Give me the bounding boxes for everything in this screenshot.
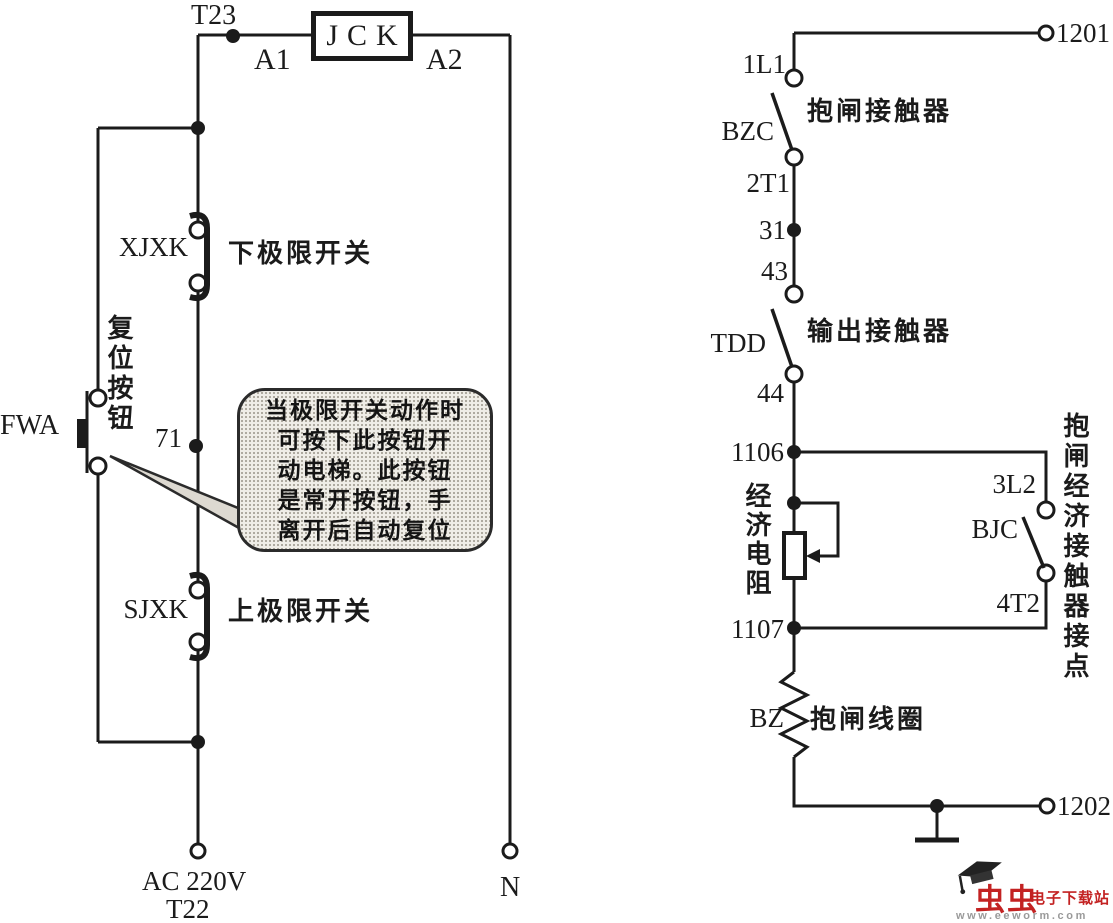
note-line: 动电梯。此按钮 [277,457,453,483]
coil-terminal-a2: A2 [426,43,463,76]
wire-label-44: 44 [757,378,784,408]
sjxk-switch-symbol [188,572,210,661]
wire-label-71: 71 [155,423,182,453]
coil-label-bz: BZ [749,703,784,733]
wire-label-1107: 1107 [731,614,784,644]
bz-coil-symbol [777,670,811,759]
tdd-contact-symbol [770,284,804,384]
watermark-brand: 虫虫 [975,884,1039,917]
brake-coil-label: 抱闸线圈 [810,704,927,734]
switch-label-sjxk: SJXK [123,594,188,624]
jck-label: JCK [326,19,407,52]
note-line: 是常开按钮，手 [277,487,453,513]
brake-contactor-label: 抱闸接触器 [807,96,953,126]
switch-label-xjxk: XJXK [118,232,188,262]
terminal-label-3l2: 3L2 [992,469,1037,499]
terminal-label-2t1: 2T1 [746,168,791,198]
wire-label-31: 31 [759,215,786,245]
output-contactor-label: 输出接触器 [807,316,953,346]
terminal-label-1l1: 1L1 [742,49,787,79]
bjc-contact-symbol [1021,500,1056,583]
right-circuit-wires [792,31,1048,843]
lower-limit-switch-label: 下极限开关 [228,238,374,268]
watermark-url: www.eeworm.com [956,910,1088,922]
wire-label-1202: 1202 [1057,791,1111,821]
supply-terminals [189,842,519,860]
note-line: 离开后自动复位 [277,517,453,543]
coil-terminal-a1: A1 [254,43,291,76]
wire-label-1106: 1106 [731,437,784,467]
button-label-fwa: FWA [0,410,60,441]
wire-label-1201: 1201 [1056,18,1110,48]
upper-limit-switch-label: 上极限开关 [228,596,374,626]
reset-button-label: 复位按钮 [104,314,134,434]
note-bubble-tail [109,454,250,536]
graduation-cap-icon [957,861,1002,895]
wire-label-t23: T23 [191,0,237,31]
contact-label-bzc: BZC [721,116,774,146]
note-line: 当极限开关动作时 [265,397,465,423]
junction-dots-left [189,29,240,749]
junction-dots-right [787,223,944,813]
contact-label-bjc: BJC [971,514,1018,544]
economy-resistor-symbol [782,531,820,580]
wire-label-t22: T22 [166,894,210,923]
line-terminals-right [1037,24,1056,815]
neutral-label: N [500,872,521,903]
eeworm-watermark: 虫虫 电子下载站 www.eeworm.com [948,854,1113,923]
xjxk-switch-symbol [188,212,210,301]
note-line: 可按下此按钮开 [277,427,453,453]
supply-label-ac220v: AC 220V [142,866,247,896]
watermark-site: 电子下载站 [1030,890,1111,907]
contact-label-tdd: TDD [710,328,767,358]
note-bubble: 当极限开关动作时 可按下此按钮开 动电梯。此按钮 是常开按钮，手 离开后自动复位 [237,388,493,552]
economy-resistor-label: 经济电阻 [742,482,772,598]
brake-economy-contact-note: 抱闸经济接触器接点 [1060,412,1090,682]
terminal-label-4t2: 4T2 [996,588,1041,618]
fwa-pushbutton-symbol [77,388,108,476]
bzc-contact-symbol [770,68,804,167]
wire-label-43: 43 [761,256,788,286]
jck-relay-coil: JCK [311,11,413,61]
